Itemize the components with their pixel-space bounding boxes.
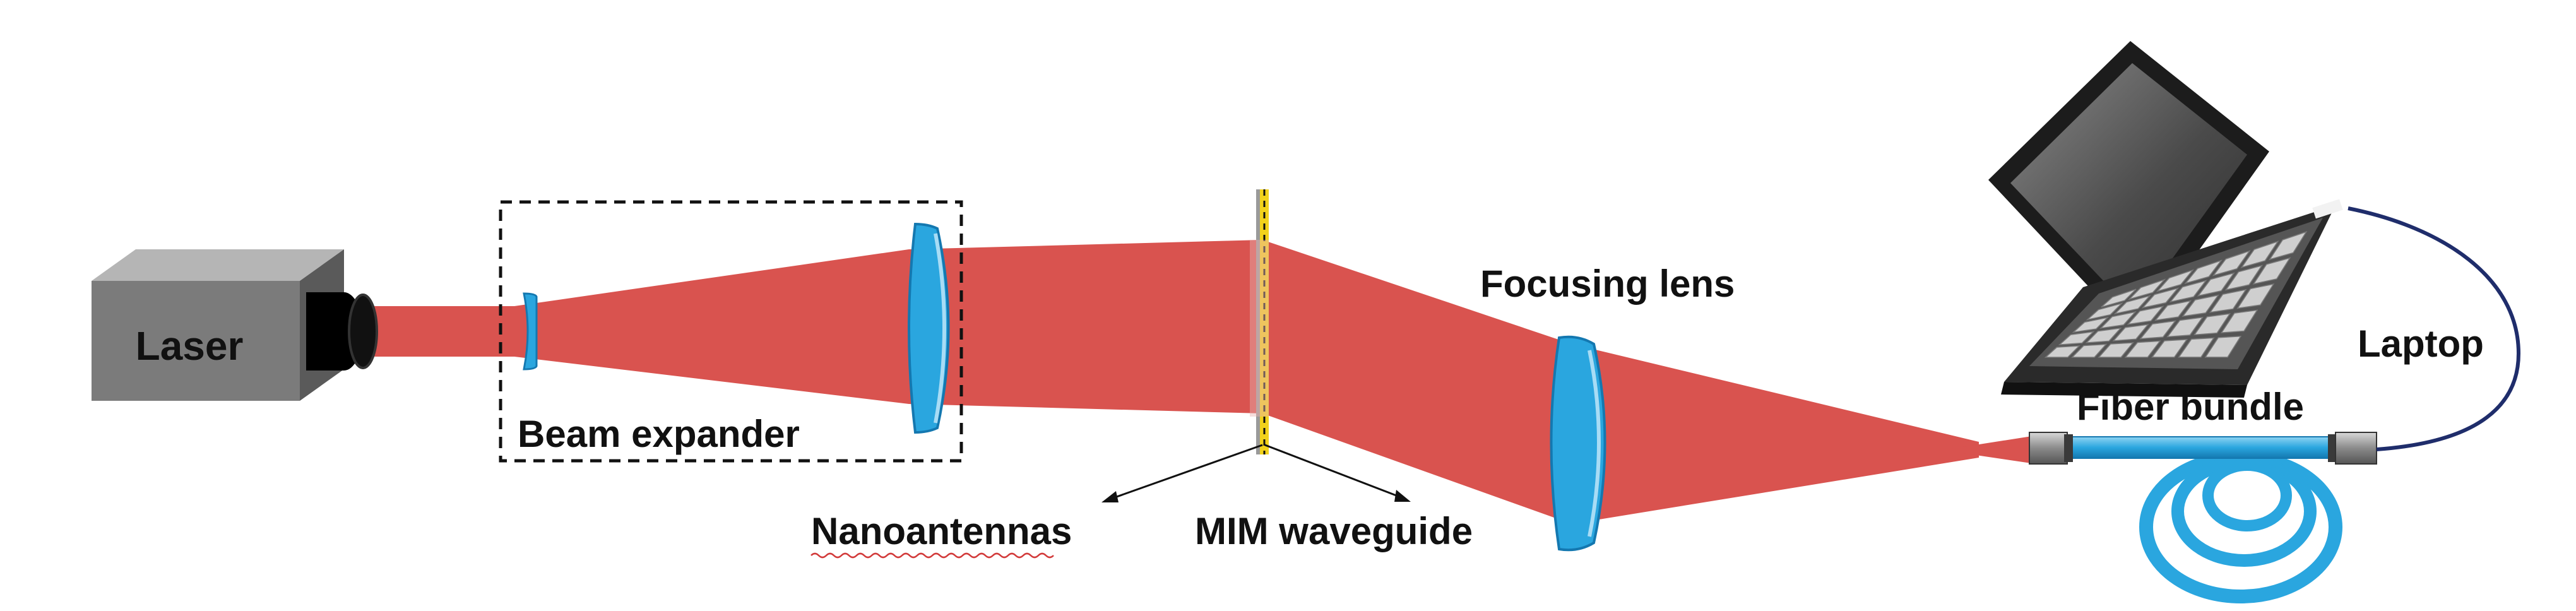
- beam-segment-converging: [1572, 344, 1979, 524]
- beam-expander-box: [499, 200, 963, 463]
- beam-segment-deflected: [1262, 240, 1572, 524]
- laptop-key: [2086, 302, 2123, 321]
- laptop-key: [2204, 335, 2242, 358]
- laptop-key: [2169, 280, 2207, 303]
- beam-segment-initial: [369, 306, 514, 357]
- mim-arrowhead: [1394, 490, 1411, 502]
- laser-beam: [369, 240, 2036, 524]
- laptop-key: [2197, 272, 2235, 297]
- laptop-key: [2220, 309, 2258, 334]
- fiber-connector-right-ring: [2328, 434, 2337, 462]
- nanoantennas-spellcheck-underline: [810, 552, 1054, 559]
- beam-segment-collimated: [909, 240, 1262, 413]
- focusing-lens-shape: [1550, 335, 1606, 552]
- laptop-corner-highlight: [2312, 199, 2343, 219]
- laser-device: Laser: [92, 249, 378, 401]
- laptop-key: [2113, 295, 2152, 315]
- fiber-coil-inner: [2202, 460, 2292, 531]
- beam-expander: Beam expander: [499, 200, 963, 463]
- laptop-key: [2044, 345, 2080, 358]
- laptop-base-edge: [2001, 382, 2247, 398]
- pointer-arrows: [1101, 444, 1411, 502]
- beam-segment-expanding: [514, 249, 909, 404]
- laser-front-face: [92, 281, 300, 401]
- large-lens-highlight: [934, 233, 946, 424]
- laptop-key: [2101, 288, 2137, 308]
- nanoantennas-arrow-line: [1107, 444, 1263, 501]
- mim-waveguide-label: MIM waveguide: [1195, 510, 1473, 552]
- laptop-key: [2098, 342, 2134, 358]
- mim-waveguide: [1250, 189, 1269, 454]
- laptop-label: Laptop: [2358, 323, 2484, 365]
- fiber-connector-left-body: [2029, 432, 2068, 465]
- laptop-key: [2154, 300, 2192, 321]
- laptop-key: [2166, 316, 2204, 338]
- large-lens: [908, 222, 950, 434]
- laptop-key: [2124, 340, 2161, 358]
- laptop-keyboard-keys: [2044, 231, 2308, 358]
- fiber-bundle: Fiber bundle: [2029, 386, 2377, 603]
- fiber-connector-left-ring: [2064, 434, 2073, 462]
- focusing-lens: Focusing lens: [1480, 263, 1735, 552]
- laptop-key: [2071, 343, 2108, 358]
- mim-arrow-line: [1264, 444, 1405, 500]
- fiber-coil-middle: [2171, 456, 2317, 567]
- nanoantennas-label: Nanoantennas: [811, 510, 1072, 552]
- laptop-key: [2209, 288, 2247, 313]
- laptop-key: [2193, 313, 2231, 336]
- focusing-lens-label: Focusing lens: [1480, 263, 1735, 305]
- beam-expander-label: Beam expander: [518, 413, 800, 455]
- laptop-key: [2212, 250, 2251, 276]
- laptop-key: [2252, 257, 2291, 285]
- laptop-key: [2072, 316, 2110, 333]
- laptop-key: [2099, 311, 2137, 329]
- laptop-cable: [2347, 206, 2521, 451]
- fiber-straight-section: [2063, 436, 2336, 459]
- laptop-key: [2127, 306, 2164, 325]
- small-lens: [523, 292, 538, 371]
- laptop-key: [2184, 259, 2223, 285]
- laptop-key: [2141, 287, 2180, 309]
- beam-segment-fiber-entry: [1963, 436, 2036, 464]
- laptop-key: [2139, 320, 2176, 340]
- laptop-key: [2240, 240, 2279, 268]
- focusing-lens-highlight: [1588, 350, 1601, 537]
- laser-label: Laser: [136, 323, 244, 369]
- laser-top-face: [92, 249, 344, 281]
- laptop-key: [2224, 264, 2264, 291]
- laptop-key: [2236, 283, 2275, 309]
- laptop-key: [2178, 337, 2215, 358]
- laptop-screen-display: [2010, 63, 2247, 312]
- laser-aperture-body: [306, 292, 344, 371]
- fiber-connector-right-body: [2335, 432, 2377, 465]
- laptop-key: [2269, 231, 2308, 261]
- waveguide-overlay: [1250, 240, 1269, 417]
- laptop-key: [2151, 339, 2188, 358]
- laser-aperture-lens: [348, 294, 378, 369]
- laptop-key: [2181, 294, 2219, 317]
- laptop-key: [2156, 269, 2195, 292]
- laptop-key: [2058, 331, 2095, 346]
- waveguide-yellow-layer: [1260, 189, 1269, 454]
- nanoantennas-arrowhead: [1101, 491, 1119, 502]
- laptop-key: [2112, 324, 2149, 341]
- laptop-key: [2127, 278, 2166, 300]
- laptop-key: [2085, 327, 2122, 343]
- laptop: Laptop: [1988, 41, 2484, 398]
